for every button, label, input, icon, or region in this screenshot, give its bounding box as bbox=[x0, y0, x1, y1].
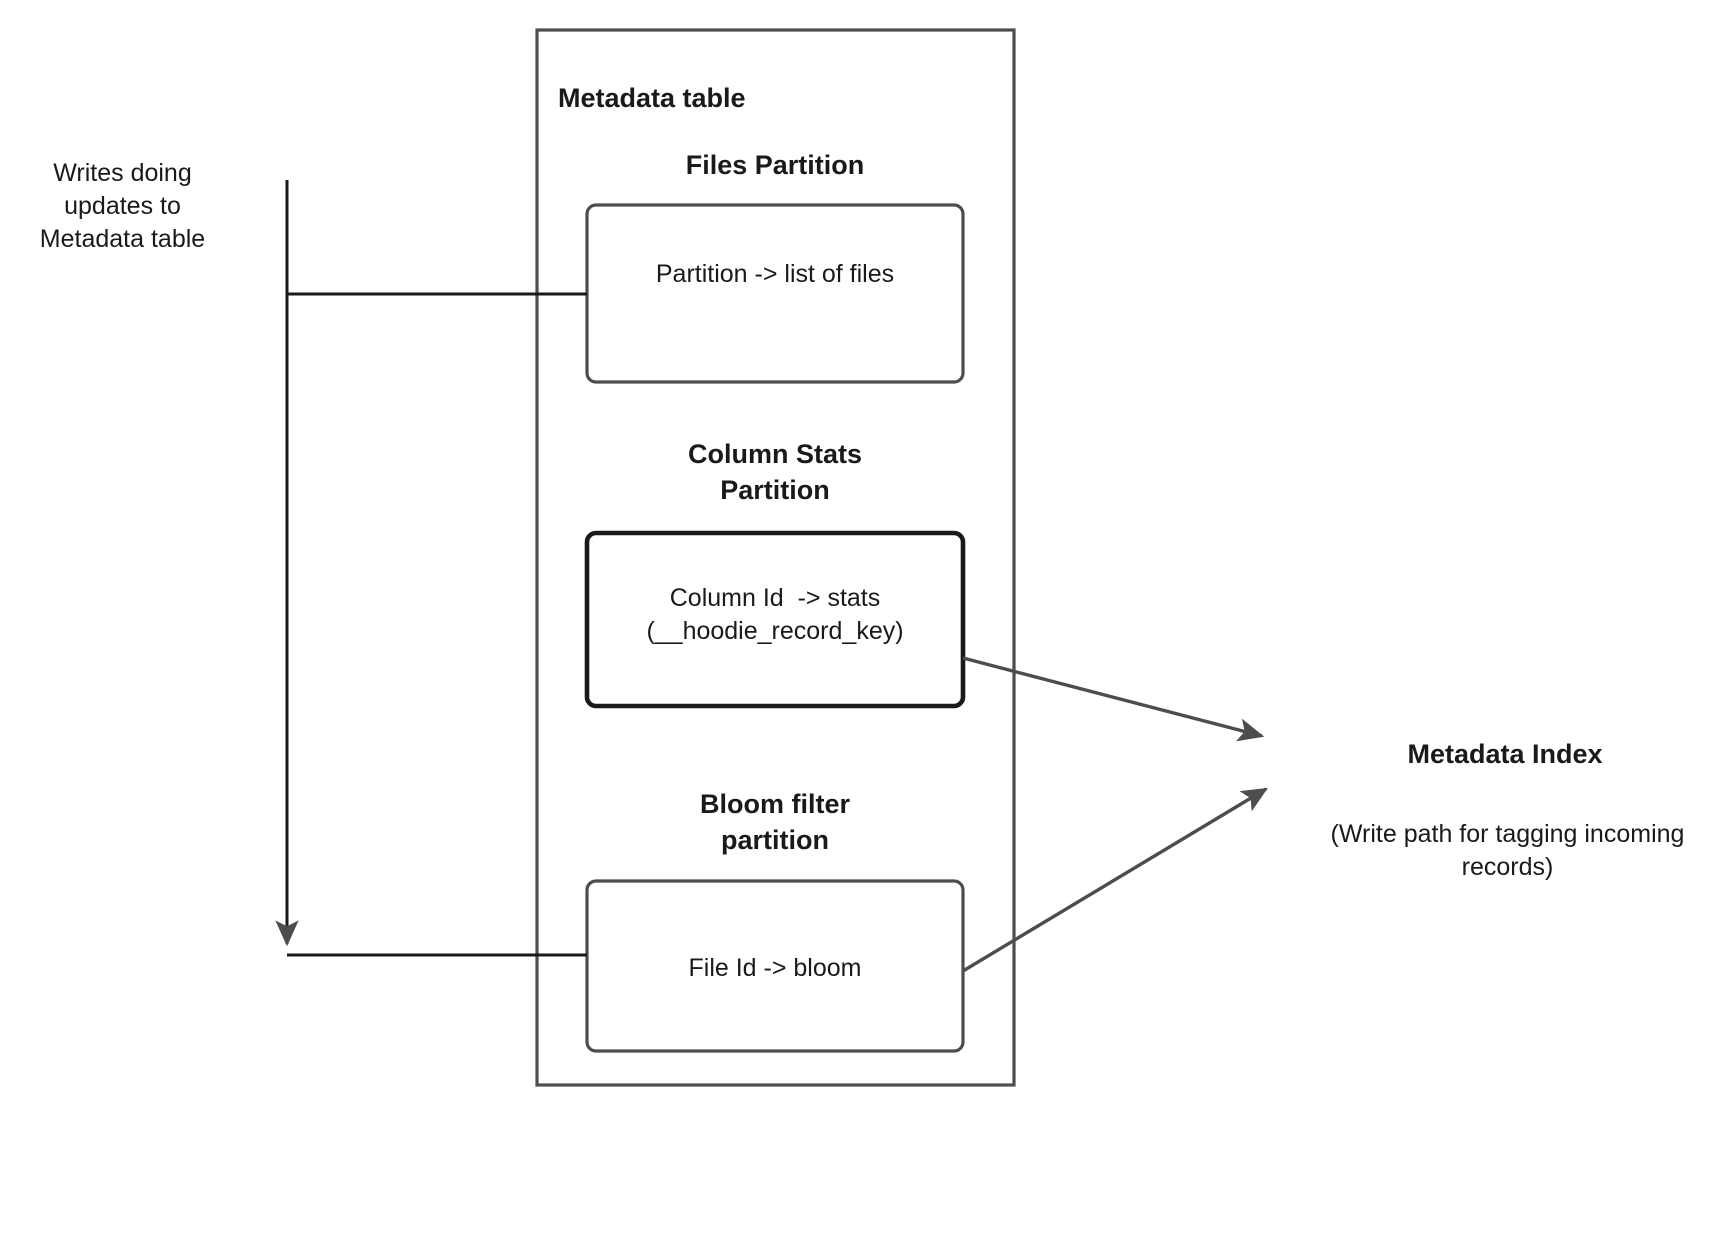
metadata-index-note: (Write path for tagging incoming records… bbox=[1330, 820, 1692, 881]
metadata-table-title: Metadata table bbox=[558, 83, 746, 113]
column-stats-partition-box-label: Column Id -> stats (__hoodie_record_key) bbox=[646, 584, 904, 645]
arrow-bloom-filter-to-metadata-index bbox=[962, 787, 1268, 973]
metadata-table-container bbox=[535, 28, 1016, 1087]
files-partition-box-label: Partition -> list of files bbox=[655, 260, 895, 288]
writes-updates-label: Writes doing updates to Metadata table bbox=[39, 159, 206, 253]
column-stats-partition-heading: Column Stats Partition bbox=[687, 439, 862, 505]
bloom-filter-partition-box-label: File Id -> bloom bbox=[688, 954, 862, 982]
bloom-filter-partition-heading: Bloom filter partition bbox=[699, 789, 850, 855]
files-partition-heading: Files Partition bbox=[685, 150, 865, 180]
files-partition-box bbox=[585, 203, 965, 384]
metadata-index-title: Metadata Index bbox=[1407, 739, 1603, 769]
arrow-column-stats-to-metadata-index bbox=[962, 656, 1265, 742]
